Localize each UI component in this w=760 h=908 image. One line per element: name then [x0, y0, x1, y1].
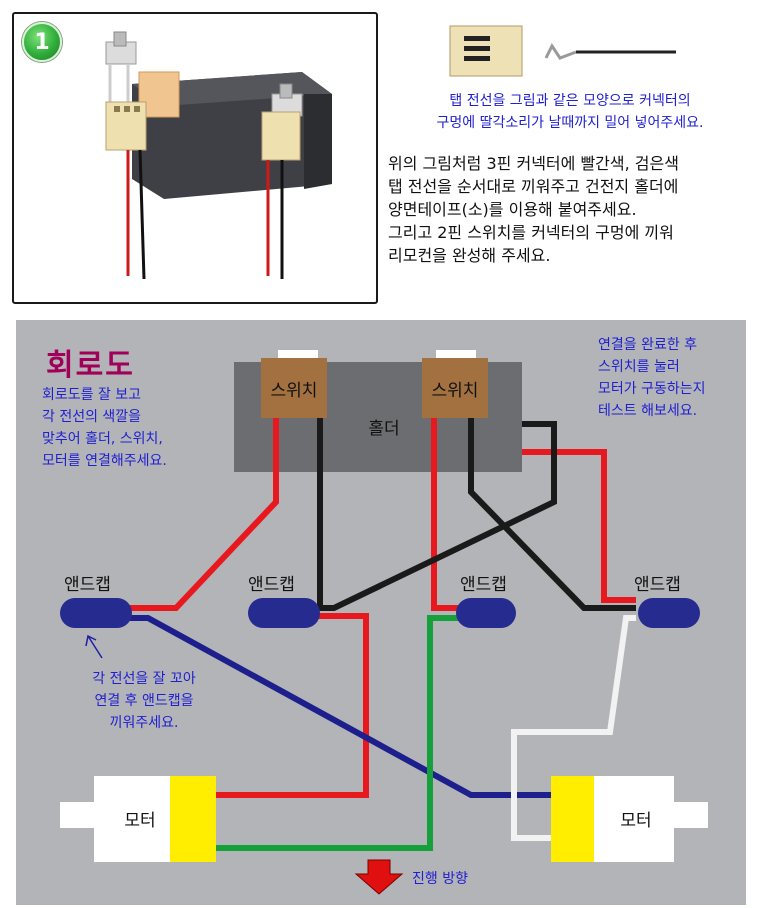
motor-label-left: 모터 — [124, 811, 156, 831]
motor-cap-left — [170, 776, 216, 862]
endcap-label-3: 앤드캡 — [460, 575, 507, 595]
switch-label-right: 스위치 — [431, 381, 479, 401]
twist-note-line-2: 연결 후 앤드캡을 — [94, 693, 194, 709]
left-note-line-3: 맞추어 홀더, 스위치, — [42, 431, 163, 447]
instruction-line-2: 탭 전선을 순서대로 끼워주고 건전지 홀더에 — [388, 177, 679, 196]
holder-label: 홀더 — [368, 419, 400, 439]
connector-caption: 탭 전선을 그림과 같은 모양으로 커넥터의 구멍에 딸각소리가 날때까지 밀어… — [400, 90, 740, 134]
twist-note-line-3: 끼워주세요. — [109, 715, 179, 731]
assembly-illustration-panel — [12, 12, 378, 304]
endcap-label-1: 앤드캡 — [64, 575, 111, 595]
wire-red-endcap2-motor1 — [214, 613, 369, 798]
wire-red-switch1-endcap1 — [120, 418, 279, 611]
switch-block-left — [261, 358, 327, 418]
motor-body-right — [594, 776, 674, 862]
left-note-line-2: 각 전선의 색깔을 — [42, 409, 142, 425]
endcap-1 — [60, 598, 132, 628]
direction-arrow-icon — [354, 859, 404, 895]
switch-label-left: 스위치 — [270, 381, 318, 401]
right-note-line-1: 연결을 완료한 후 — [598, 337, 698, 353]
endcap-2 — [248, 598, 320, 628]
right-note: 연결을 완료한 후 스위치를 눌러 모터가 구동하는지 테스트 해보세요. — [598, 334, 738, 422]
motor-label-right: 모터 — [620, 811, 652, 831]
right-note-line-4: 테스트 해보세요. — [598, 403, 698, 419]
endcap-label-4: 앤드캡 — [634, 575, 681, 595]
connector-tab-illustration — [449, 25, 676, 77]
left-note-line-4: 모터를 연결해주세요. — [42, 453, 167, 469]
connector-caption-line-1: 탭 전선을 그림과 같은 모양으로 커넥터의 — [449, 93, 691, 109]
right-note-line-3: 모터가 구동하는지 — [598, 381, 706, 397]
motor-body-left — [94, 776, 174, 862]
endcap-4 — [638, 598, 700, 628]
wire-red-holder-endcap4 — [522, 449, 636, 603]
3pin-connector-right — [261, 111, 301, 161]
wire-red-switch2-endcap3 — [431, 418, 466, 611]
instruction-line-5: 리모컨을 완성해 주세요. — [388, 246, 551, 265]
instruction-line-1: 위의 그림처럼 3핀 커넥터에 빨간색, 검은색 — [388, 154, 679, 173]
left-note: 회로도를 잘 보고 각 전선의 색깔을 맞추어 홀더, 스위치, 모터를 연결해… — [42, 384, 232, 472]
connector-caption-line-2: 구멍에 딸각소리가 날때까지 밀어 넣어주세요. — [436, 115, 704, 131]
endcap-3 — [456, 598, 516, 628]
battery-holder-illustration — [105, 31, 332, 280]
instruction-line-4: 그리고 2핀 스위치를 커넥터의 구멍에 끼워 — [388, 223, 674, 242]
assembly-instructions: 위의 그림처럼 3핀 커넥터에 빨간색, 검은색 탭 전선을 순서대로 끼워주고… — [388, 152, 758, 267]
step-number-badge: 1 — [22, 22, 62, 62]
motor-cap-right — [551, 776, 597, 862]
circuit-wires — [60, 350, 708, 895]
wire-black-switch2-endcap4 — [468, 418, 636, 611]
right-note-line-2: 스위치를 눌러 — [598, 359, 680, 375]
direction-label: 진행 방향 — [412, 871, 468, 887]
endcap-label-2: 앤드캡 — [248, 575, 295, 595]
diagram-title: 회로도 — [46, 348, 135, 383]
circuit-diagram: 회로도 회로도를 잘 보고 각 전선의 색깔을 맞추어 홀더, 스위치, 모터를… — [16, 320, 746, 905]
wire-green-endcap3-motor1 — [214, 615, 466, 851]
instruction-line-3: 양면테이프(소)를 이용해 붙여주세요. — [388, 200, 637, 219]
wire-white-endcap4-motor2 — [511, 615, 636, 841]
twist-note-line-1: 각 전선을 잘 꼬아 — [92, 671, 196, 687]
switch-block-right — [422, 358, 488, 418]
twist-note: 각 전선을 잘 꼬아 연결 후 앤드캡을 끼워주세요. — [54, 668, 234, 734]
wire-black-holder-endcap2 — [308, 421, 557, 611]
left-note-line-1: 회로도를 잘 보고 — [42, 387, 142, 403]
